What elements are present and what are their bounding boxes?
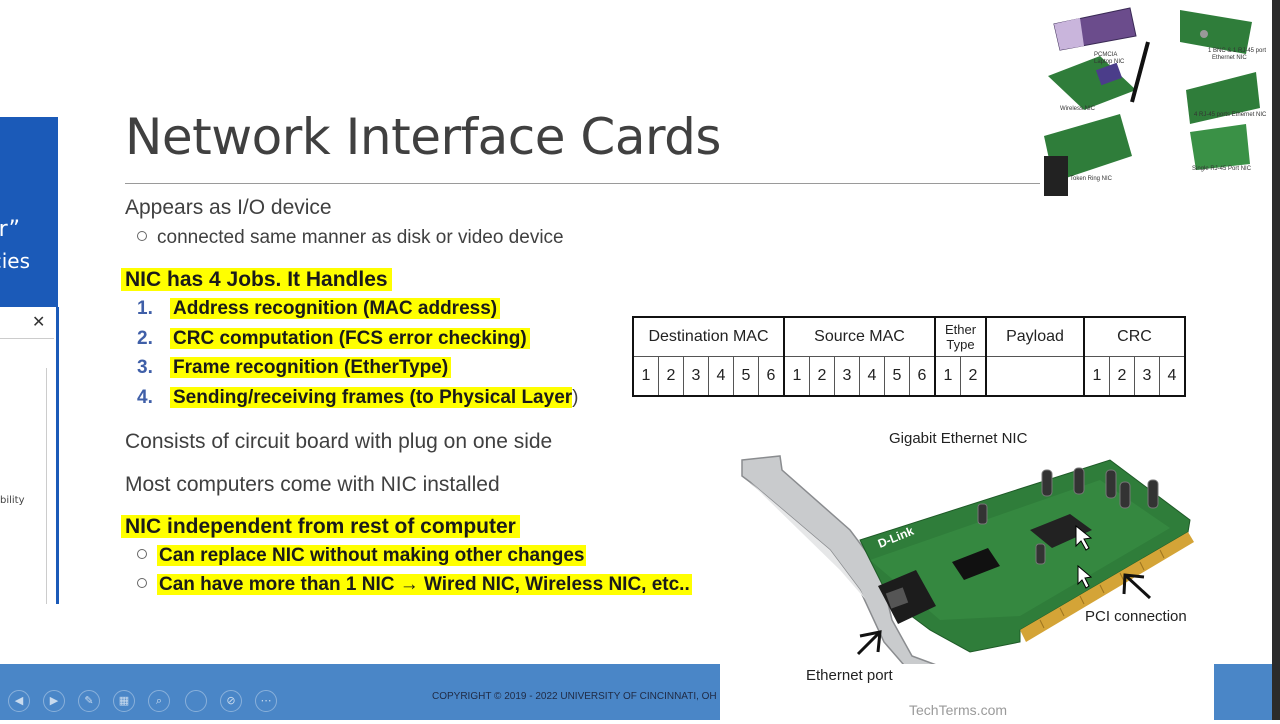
background-window-fragment: bility — [0, 495, 25, 506]
byte-cell: 5 — [733, 356, 759, 397]
job-item: Sending/receiving frames (to Physical La… — [170, 387, 578, 409]
banner-text-2: cies — [0, 249, 30, 273]
sub-io-text: connected same manner as disk or video d… — [157, 227, 564, 248]
byte-cell: 4 — [1159, 356, 1186, 397]
header-destination-mac: Destination MAC — [632, 316, 785, 357]
more-icon[interactable]: ⋯ — [255, 690, 277, 712]
window-edge — [1272, 0, 1280, 720]
header-ethertype-line2: Type — [946, 337, 975, 352]
job-number: 3. — [137, 357, 153, 378]
byte-cell: 5 — [884, 356, 910, 397]
byte-cell: 1 — [632, 356, 659, 397]
background-window: r” cies ✕ bility — [0, 0, 60, 604]
byte-cell: 3 — [834, 356, 860, 397]
independent-heading-text: NIC independent from rest of computer — [121, 515, 520, 538]
job-item: Address recognition (MAC address) — [170, 298, 501, 320]
jobs-heading: NIC has 4 Jobs. It Handles — [121, 268, 392, 292]
header-crc: CRC — [1083, 316, 1186, 357]
nic-photo-bottom — [720, 664, 1214, 720]
job-item-text: Sending/receiving frames (to Physical La… — [170, 387, 573, 408]
byte-cell: 3 — [683, 356, 709, 397]
background-window-banner: r” cies — [0, 117, 58, 307]
collage-label: 4 RJ-45 ports Ethernet NIC — [1194, 112, 1267, 118]
byte-cell: 1 — [783, 356, 810, 397]
title-divider — [125, 183, 1040, 184]
line-io-device: Appears as I/O device — [125, 196, 332, 219]
slides-icon[interactable]: ▦ — [113, 690, 135, 712]
independent-sub-1-text: Can replace NIC without making other cha… — [157, 545, 587, 566]
job-item-tail: ) — [572, 387, 579, 408]
background-window-panel — [0, 307, 59, 604]
header-ethertype-line1: Ether — [944, 322, 977, 337]
job-number: 4. — [137, 387, 153, 408]
byte-cell: 2 — [658, 356, 684, 397]
bullet-icon — [137, 231, 147, 241]
background-window-inner — [0, 368, 47, 604]
bullet-icon — [137, 578, 147, 588]
collage-label: Wireless NIC — [1060, 106, 1096, 112]
line-most-computers: Most computers come with NIC installed — [125, 473, 500, 496]
byte-cell: 2 — [809, 356, 835, 397]
sub-io-device: connected same manner as disk or video d… — [137, 227, 564, 249]
byte-cell: 4 — [859, 356, 885, 397]
copyright-text: COPYRIGHT © 2019 - 2022 UNIVERSITY OF CI… — [432, 691, 717, 702]
nic-caption: Gigabit Ethernet NIC — [889, 430, 1028, 447]
byte-cell: 2 — [1109, 356, 1135, 397]
banner-text-1: r” — [0, 217, 20, 242]
independent-sub-2: Can have more than 1 NIC → Wired NIC, Wi… — [137, 574, 692, 596]
ethernet-port-label-overlay: Ethernet port — [806, 667, 893, 684]
zoom-icon[interactable]: ⌕ — [148, 690, 170, 712]
byte-cell: 1 — [934, 356, 961, 397]
line-circuit-board: Consists of circuit board with plug on o… — [125, 430, 553, 453]
job-item: Frame recognition (EtherType) — [170, 357, 452, 379]
bullet-icon — [137, 549, 147, 559]
collage-label: 1 BNC & 1 RJ-45 port — [1208, 48, 1267, 54]
jobs-heading-text: NIC has 4 Jobs. It Handles — [121, 268, 392, 291]
header-payload: Payload — [985, 316, 1085, 357]
job-item: CRC computation (FCS error checking) — [170, 328, 530, 350]
byte-cell: 4 — [708, 356, 734, 397]
collage-label: PCMCIA — [1094, 52, 1118, 58]
next-icon[interactable]: ▶ — [43, 690, 65, 712]
subtitle-icon[interactable]: ⊘ — [220, 690, 242, 712]
circle-icon[interactable] — [185, 690, 207, 712]
independent-sub-1: Can replace NIC without making other cha… — [137, 545, 587, 567]
collage-label: Laptop NIC — [1094, 59, 1125, 65]
nic-card-illustration: D-Link — [741, 455, 1194, 693]
close-icon[interactable]: ✕ — [32, 312, 46, 331]
independent-sub-2-text: Can have more than 1 NIC → Wired NIC, Wi… — [157, 574, 692, 595]
divider — [0, 338, 54, 339]
pci-connection-label: PCI connection — [1085, 608, 1187, 625]
slide-title: Network Interface Cards — [125, 108, 721, 166]
frame-byte-row: 1 2 3 4 5 6 1 2 3 4 5 6 1 2 1 2 3 4 — [632, 356, 1186, 397]
byte-cell: 1 — [1083, 356, 1110, 397]
header-source-mac: Source MAC — [783, 316, 936, 357]
byte-cell: 6 — [909, 356, 936, 397]
byte-cell: 2 — [960, 356, 987, 397]
job-item-text: Address recognition (MAC address) — [170, 298, 501, 319]
job-number: 2. — [137, 328, 153, 349]
prev-icon[interactable]: ◀ — [8, 690, 30, 712]
job-item-text: Frame recognition (EtherType) — [170, 357, 452, 378]
job-number: 1. — [137, 298, 153, 319]
collage-label: Ethernet NIC — [1212, 55, 1247, 61]
job-item-text: CRC computation (FCS error checking) — [170, 328, 530, 349]
byte-cell: 3 — [1134, 356, 1160, 397]
nic-collage-illustration — [1044, 7, 1260, 196]
pen-icon[interactable]: ✎ — [78, 690, 100, 712]
collage-label: Token Ring NIC — [1070, 176, 1113, 182]
collage-label: Single RJ-45 Port NIC — [1192, 166, 1252, 172]
independent-heading: NIC independent from rest of computer — [121, 515, 520, 539]
image-credit-overlay: TechTerms.com — [909, 702, 1008, 718]
payload-cell — [985, 356, 1085, 397]
nic-collage-image: PCMCIA Laptop NIC 1 BNC & 1 RJ-45 port E… — [1040, 6, 1268, 200]
byte-cell: 6 — [758, 356, 785, 397]
